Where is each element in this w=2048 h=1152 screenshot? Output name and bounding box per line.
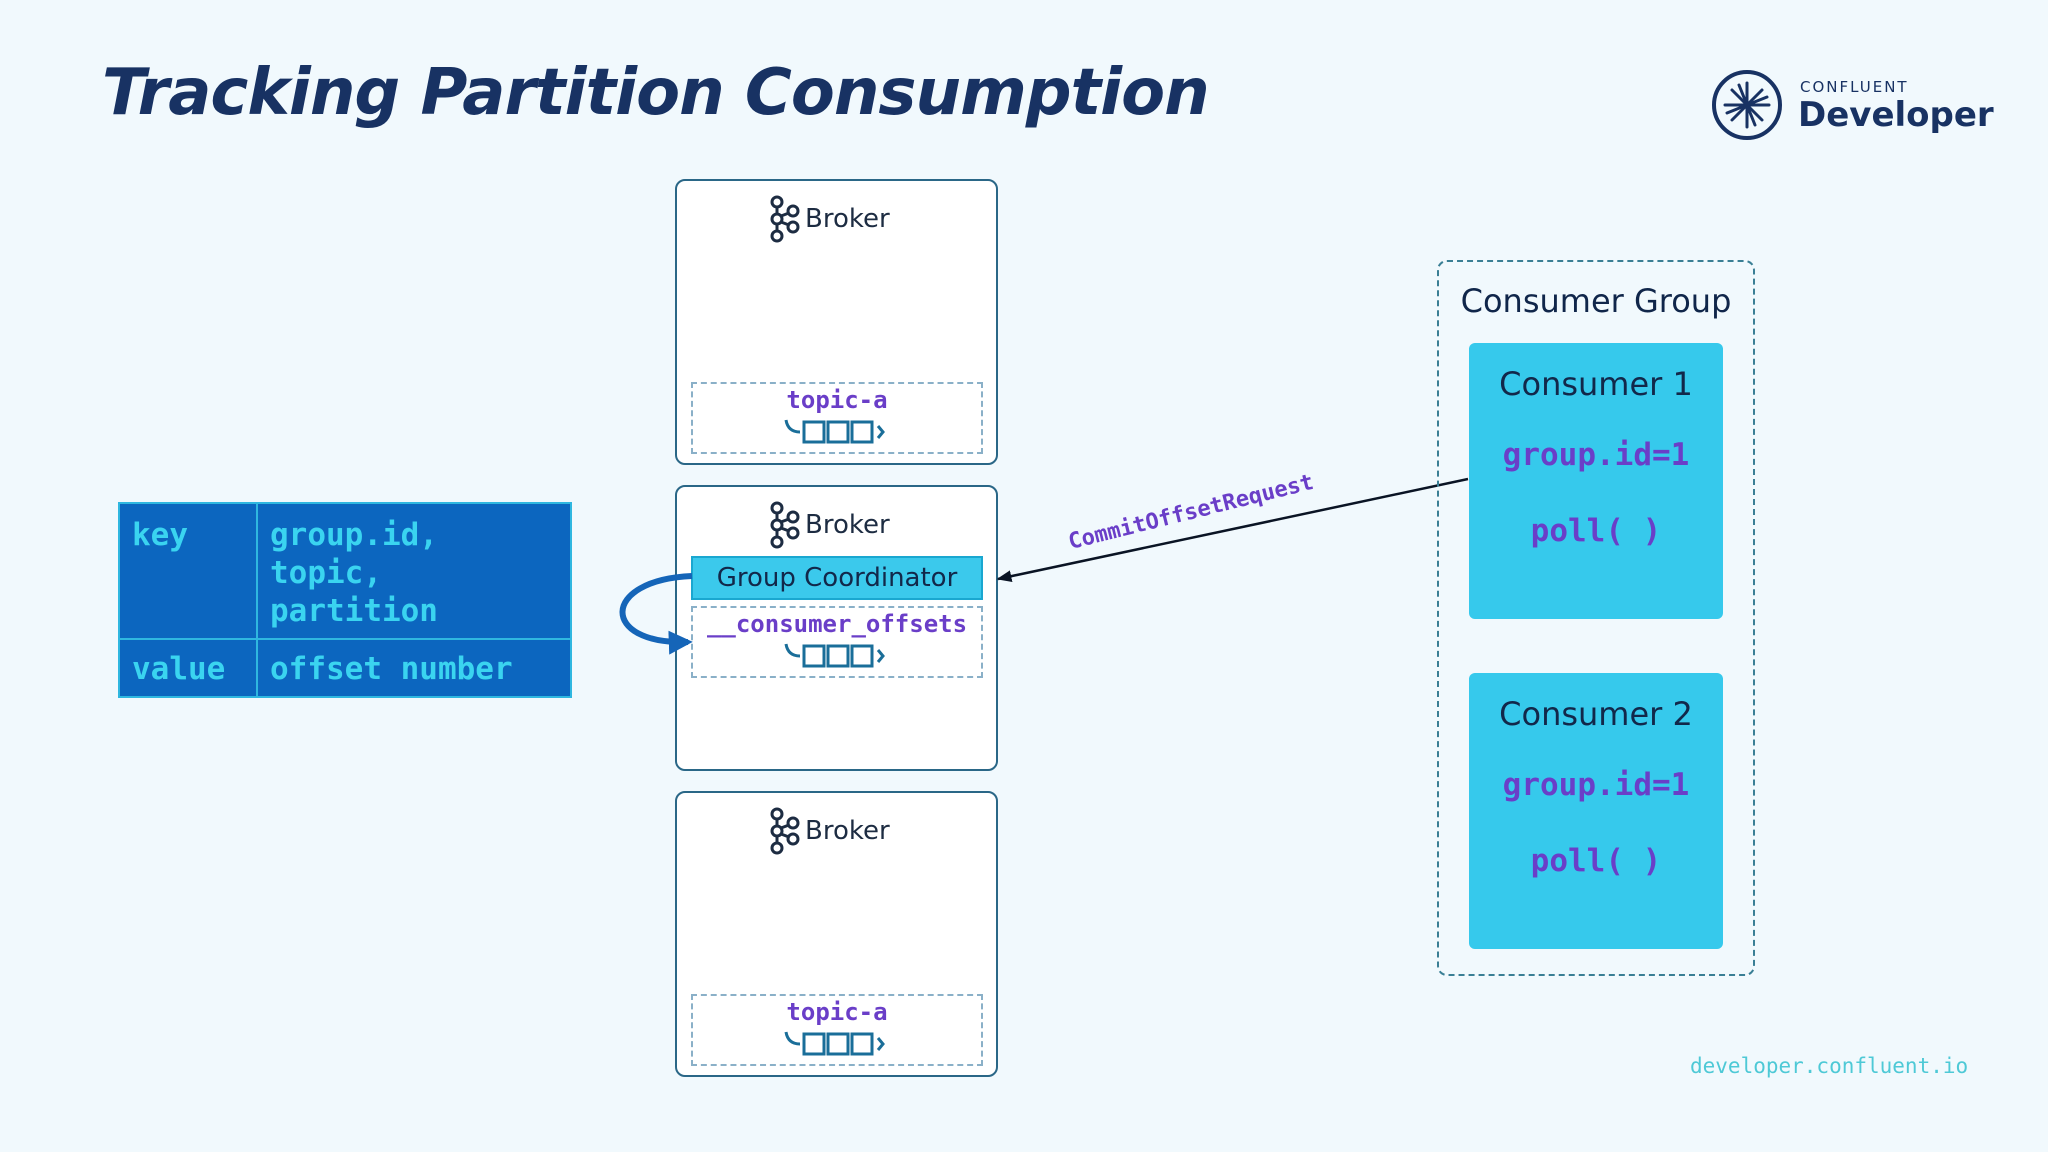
topic-log-icon	[784, 1031, 885, 1056]
key-value-line: partition	[270, 593, 438, 629]
key-value-line: group.id,	[270, 517, 438, 553]
consumer-group-id: group.id=1	[1502, 437, 1690, 473]
key-value-line: topic,	[270, 555, 382, 591]
page-title: Tracking Partition Consumption	[102, 56, 1210, 130]
kafka-icon	[770, 501, 800, 549]
consumer-group-title: Consumer Group	[1460, 282, 1732, 320]
consumer-name: Consumer 1	[1499, 365, 1693, 403]
broker-header: Broker	[767, 193, 890, 245]
consumer-poll: poll( )	[1530, 513, 1662, 549]
topic-name: topic-a	[786, 386, 888, 414]
topic-partition: topic-a	[691, 382, 983, 454]
group-coordinator: Group Coordinator	[691, 556, 983, 600]
table-divider	[120, 638, 570, 640]
commit-offset-arrow	[996, 477, 1469, 583]
consumer-poll: poll( )	[1530, 843, 1662, 879]
footer-url: developer.confluent.io	[1690, 1054, 1969, 1078]
offsets-topic-partition: __consumer_offsets	[691, 606, 983, 678]
broker-1: Broker topic-a	[675, 179, 998, 465]
topic-name: __consumer_offsets	[706, 610, 968, 638]
table-divider	[256, 504, 258, 696]
self-write-arrow	[619, 573, 693, 655]
logo-brand-text: CONFLUENT	[1800, 78, 1909, 96]
value-value: offset number	[270, 651, 513, 687]
consumer-group-id: group.id=1	[1502, 767, 1690, 803]
offset-record-table: key group.id, topic, partition value off…	[118, 502, 572, 698]
consumer-group: Consumer Group Consumer 1 group.id=1 pol…	[1437, 260, 1755, 976]
consumer-1: Consumer 1 group.id=1 poll( )	[1469, 343, 1723, 619]
broker-label: Broker	[805, 510, 890, 540]
logo-product-text: Developer	[1798, 95, 1994, 135]
broker-header: Broker	[767, 805, 890, 857]
value-label: value	[132, 651, 226, 687]
broker-3: Broker topic-a	[675, 791, 998, 1077]
topic-log-icon	[784, 643, 885, 668]
consumer-2: Consumer 2 group.id=1 poll( )	[1469, 673, 1723, 949]
broker-2: Broker Group Coordinator __consumer_offs…	[675, 485, 998, 771]
kafka-icon	[770, 195, 800, 243]
confluent-logo-icon	[1712, 70, 1782, 140]
key-label: key	[132, 517, 188, 553]
broker-label: Broker	[805, 816, 890, 846]
topic-partition: topic-a	[691, 994, 983, 1066]
topic-name: topic-a	[786, 998, 888, 1026]
broker-label: Broker	[805, 204, 890, 234]
broker-header: Broker	[767, 499, 890, 551]
kafka-icon	[770, 807, 800, 855]
consumer-name: Consumer 2	[1499, 695, 1693, 733]
topic-log-icon	[784, 419, 885, 444]
